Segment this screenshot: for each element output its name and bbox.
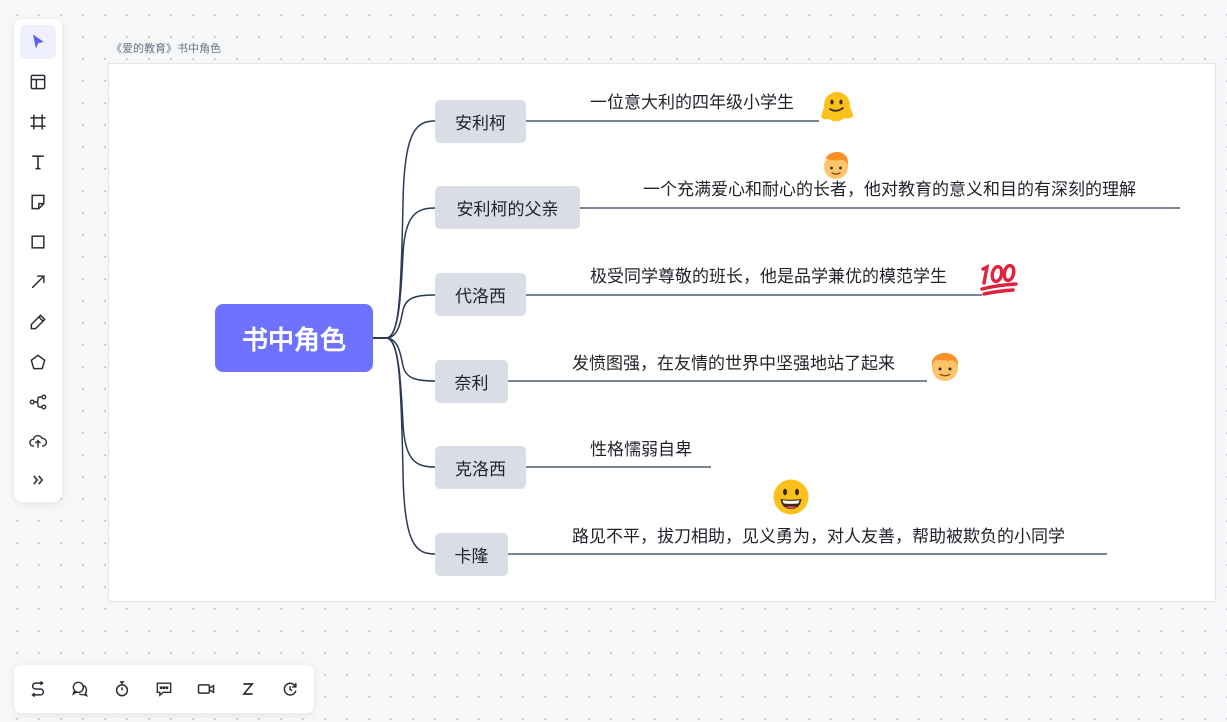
arrow-icon: [31, 275, 45, 289]
upload-tool[interactable]: [20, 424, 56, 458]
history-tool[interactable]: [273, 672, 307, 706]
pen-icon: [30, 314, 46, 330]
node-derossi[interactable]: 代洛西: [435, 273, 526, 316]
text-icon: [32, 155, 44, 170]
description-derossi[interactable]: 极受同学尊敬的班长，他是品学兼优的模范学生: [590, 267, 947, 287]
connector-5: [373, 337, 436, 468]
video-tool[interactable]: [189, 672, 223, 706]
chat-icon: [156, 682, 172, 697]
hundred-points-icon[interactable]: [978, 259, 1020, 297]
frame-icon: [30, 114, 46, 130]
pen-tool[interactable]: [20, 305, 56, 339]
connector-2: [373, 207, 436, 339]
melting-face-icon[interactable]: [818, 88, 856, 124]
description-garrone[interactable]: 路见不平，拔刀相助，见义勇为，对人友善，帮助被欺负的小同学: [572, 527, 1065, 547]
left-toolbar: [14, 19, 62, 502]
pentagon-icon: [30, 354, 46, 370]
connector-lines: [373, 120, 436, 555]
timer-icon: [115, 681, 129, 697]
mindmap-icon: [29, 394, 47, 410]
mindmap-tool[interactable]: [20, 385, 56, 419]
node-crossi[interactable]: 克洛西: [435, 446, 526, 489]
rectangle-icon: [31, 235, 45, 249]
bottom-toolbar: [14, 665, 314, 713]
template-tool[interactable]: [20, 65, 56, 99]
template-icon: [30, 74, 46, 90]
sticky-note-icon: [31, 194, 45, 210]
double-chevron-right-icon: [33, 475, 44, 485]
description-enrico[interactable]: 一位意大利的四年级小学生: [590, 93, 794, 113]
select-tool[interactable]: [20, 25, 56, 59]
cloud-upload-icon: [29, 434, 48, 448]
person-blond-icon[interactable]: [819, 149, 853, 183]
grinning-face-icon[interactable]: [772, 478, 810, 516]
sleep-mode-tool[interactable]: [231, 672, 265, 706]
comments-tool[interactable]: [63, 672, 97, 706]
description-crossi[interactable]: 性格懦弱自卑: [590, 440, 692, 460]
text-tool[interactable]: [20, 145, 56, 179]
flow-icon: [31, 680, 45, 698]
connector-4: [373, 337, 436, 382]
frame-title[interactable]: 《爱的教育》书中角色: [111, 42, 221, 55]
node-nelli[interactable]: 奈利: [435, 360, 508, 403]
node-garrone[interactable]: 卡隆: [435, 533, 508, 576]
mindmap-frame: 书中角色 安利柯 安利柯的父亲 代洛西 奈利 克洛西 卡隆 一位意大利的四年级小…: [108, 63, 1216, 602]
speech-bubbles-icon: [71, 681, 89, 697]
cursor-icon: [33, 34, 44, 49]
chat-tool[interactable]: [147, 672, 181, 706]
description-enrico-father[interactable]: 一个充满爱心和耐心的长者，他对教育的意义和目的有深刻的理解: [643, 180, 1136, 200]
connector-3: [373, 294, 436, 339]
arrow-tool[interactable]: [20, 265, 56, 299]
node-enrico[interactable]: 安利柯: [435, 100, 526, 143]
sticky-note-tool[interactable]: [20, 185, 56, 219]
history-icon: [283, 682, 297, 696]
root-node[interactable]: 书中角色: [215, 304, 373, 372]
rectangle-tool[interactable]: [20, 225, 56, 259]
timer-tool[interactable]: [105, 672, 139, 706]
node-enrico-father[interactable]: 安利柯的父亲: [435, 186, 580, 229]
video-camera-icon: [197, 684, 215, 694]
flow-tool[interactable]: [21, 672, 55, 706]
shape-tool[interactable]: [20, 345, 56, 379]
sleep-z-icon: [242, 683, 254, 695]
description-nelli[interactable]: 发愤图强，在友情的世界中坚强地站了起来: [572, 354, 895, 374]
connector-6: [373, 337, 436, 555]
frame-tool[interactable]: [20, 105, 56, 139]
more-tools[interactable]: [20, 463, 56, 497]
child-icon[interactable]: [927, 349, 963, 385]
underlines: [508, 120, 1180, 555]
mindmap-connectors: [373, 120, 1180, 555]
